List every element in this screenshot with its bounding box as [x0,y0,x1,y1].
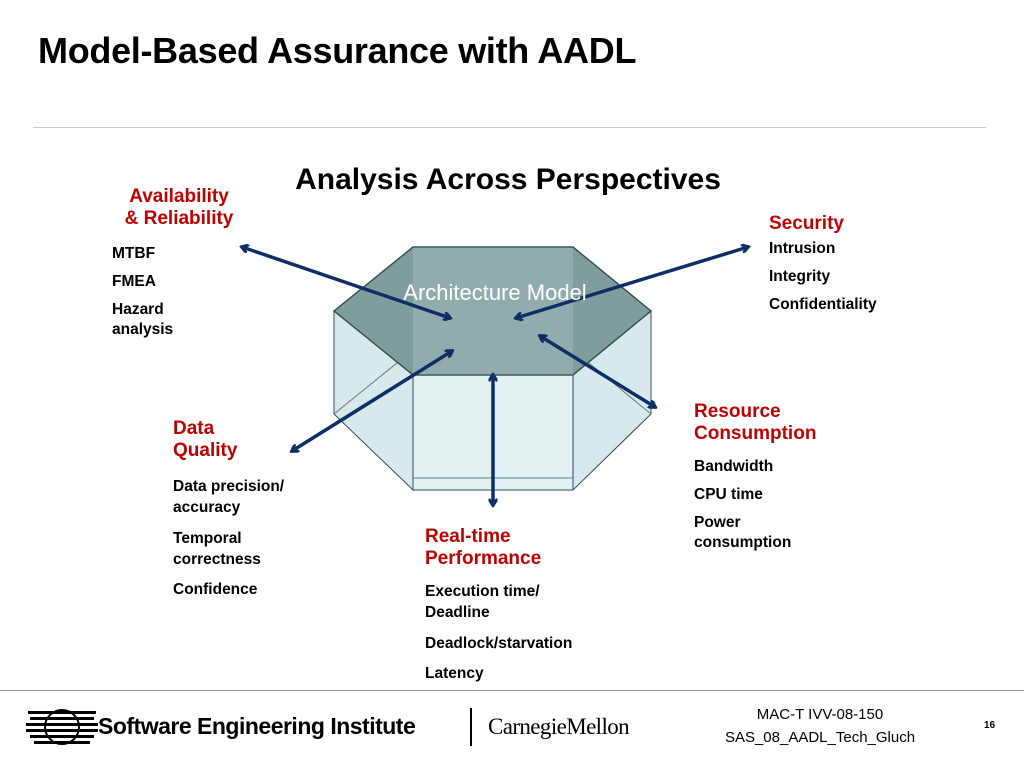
availability-heading: Availability & Reliability [104,186,254,230]
title-divider [33,127,986,128]
item-power-consumption: consumption [694,534,792,551]
item-power: Power [694,514,741,531]
item-hazard: Hazard [112,301,164,318]
realtime-heading: Real-time Performance [425,526,541,570]
realtime-heading-line-1: Real-time [425,526,511,547]
item-accuracy: accuracy [173,499,241,516]
logo-divider [470,708,472,746]
item-correctness: correctness [173,551,261,568]
cmu-wordmark: CarnegieMellon [488,714,630,739]
resource-heading: Resource Consumption [694,401,816,445]
security-heading: Security [769,213,844,234]
item-deadlock: Deadlock/starvation [425,635,573,652]
item-hazard-analysis: analysis [112,321,174,338]
item-mtbf: MTBF [112,245,156,262]
item-execution-time: Execution time/ [425,583,540,600]
resource-heading-line-1: Resource [694,401,781,422]
arrow-resource [540,336,655,407]
page-number: 16 [984,720,996,731]
item-intrusion: Intrusion [769,240,836,257]
sei-wordmark: Software Engineering Institute [98,713,416,739]
item-confidentiality: Confidentiality [769,296,877,313]
sei-logo-icon [26,709,98,745]
item-cpu-time: CPU time [694,486,763,503]
data-quality-heading: Data Quality [173,418,237,462]
arrow-data-quality [292,351,452,451]
item-data-precision: Data precision/ [173,478,285,495]
item-deadline: Deadline [425,604,490,621]
availability-heading-line-1: Availability [129,186,229,207]
resource-heading-line-2: Consumption [694,423,817,444]
realtime-heading-line-2: Performance [425,548,542,569]
arrow-security [516,247,748,318]
item-temporal: Temporal [173,530,242,547]
item-latency: Latency [425,665,484,682]
diagram-subtitle: Analysis Across Perspectives [295,163,721,196]
architecture-model-label: Architecture Model [403,280,587,305]
data-quality-heading-line-1: Data [173,418,215,439]
footer-ref-line-1: MAC-T IVV-08-150 [756,706,884,723]
item-confidence: Confidence [173,581,258,598]
footer-divider [0,690,1024,691]
arrow-availability [242,247,450,318]
slide-title: Model-Based Assurance with AADL [38,30,637,71]
data-quality-heading-line-2: Quality [173,440,238,461]
item-fmea: FMEA [112,273,156,290]
footer-ref-line-2: SAS_08_AADL_Tech_Gluch [724,729,916,746]
item-bandwidth: Bandwidth [694,458,774,475]
item-integrity: Integrity [769,268,831,285]
availability-heading-line-2: & Reliability [124,208,234,229]
